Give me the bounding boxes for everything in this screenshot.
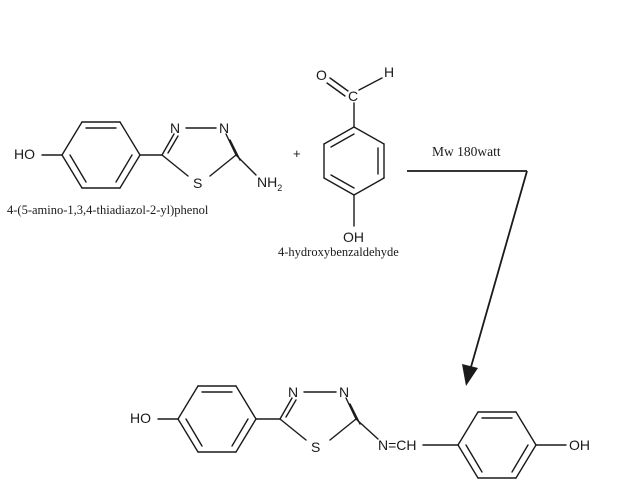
reactant-1-ho-label: HO [14,146,35,162]
reactant-2-o-label: O [316,67,327,83]
product-imine-label: N=CH [378,437,417,453]
reaction-condition: Mw 180watt [432,144,501,159]
product-ho-label: HO [130,410,151,426]
reactant-1-s-label: S [193,175,202,191]
product-oh-label: OH [569,437,590,453]
reactant-2-oh-label: OH [343,229,364,245]
reactant-2-name: 4-hydroxybenzaldehyde [278,245,399,259]
reactant-2-ch-bond [358,77,383,91]
reactant-2-benzene-ring [323,126,385,196]
reactant-2-h-label: H [384,64,394,80]
product-thiadiazole-ring [279,391,361,441]
product-benzene-ring-right [457,411,537,479]
product-imine-bond [355,418,379,440]
reactant-1-n2-label: N [219,120,229,136]
reactant-1-benzene-ring [61,121,141,189]
reactant-2-c-label: C [348,88,358,104]
plus-sign: + [293,146,301,161]
reactant-1-n1-label: N [170,120,180,136]
reactant-1-thiadiazole-ring [161,127,241,177]
reactant-2-co-bond [329,77,349,92]
reactant-1-amine-bond [235,154,257,176]
product-n1-label: N [288,384,298,400]
product-benzene-ring-left [177,385,257,453]
reactant-1-nh2-label: NH2 [257,174,282,193]
product-structure: HO N N S N=CH [130,384,590,479]
reaction-arrowhead [462,364,478,386]
reaction-arrow [407,170,528,386]
reactant-2-structure: O C H OH [316,64,394,245]
reactant-1-name: 4-(5-amino-1,3,4-thiadiazol-2-yl)phenol [7,203,209,217]
product-s-label: S [311,439,320,455]
product-n2-label: N [339,384,349,400]
reactant-1-structure: HO N N S NH2 [14,120,282,193]
